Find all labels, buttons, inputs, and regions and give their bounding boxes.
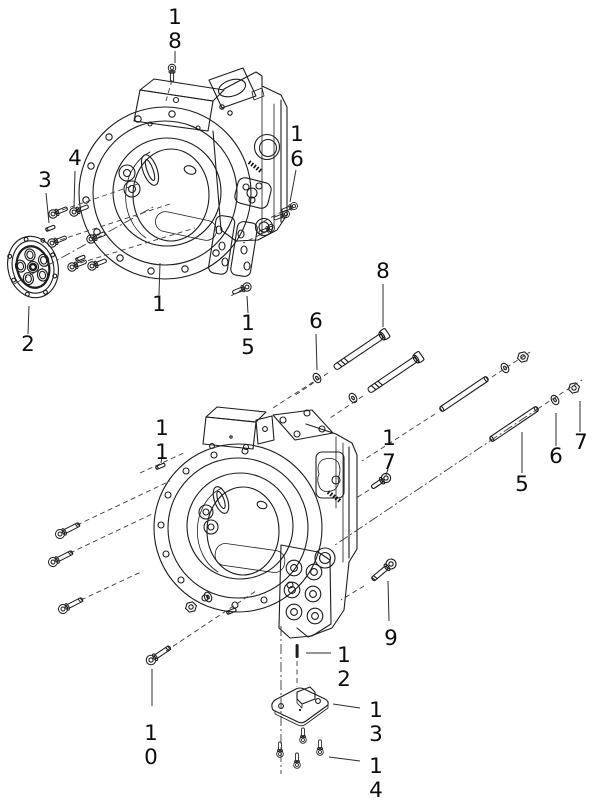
part-number-17-digit-1: 7 [382,450,396,475]
flange-bolt-holes [82,110,220,275]
callout-6-right: 6 [549,413,563,469]
part-number-7-digit-0: 7 [574,430,588,455]
pin-12 [295,644,299,658]
part-number-14-digit-0: 1 [369,754,383,779]
upper-housing-drawing [78,67,288,280]
callout-1: 1 [152,262,166,317]
leader-line-15 [246,295,249,314]
callout-2: 2 [21,305,35,357]
leader-line-2 [27,305,30,335]
callout-8: 8 [376,259,390,327]
inspection-cover-plate [271,686,329,727]
part-number-2-digit-0: 2 [21,332,35,357]
callout-15: 15 [241,295,255,360]
leader-line-14 [328,756,361,762]
flange-plate [7,235,59,299]
part-number-4-digit-0: 4 [68,146,82,171]
part-number-16-digit-0: 1 [290,122,304,147]
part-number-18-digit-0: 1 [168,5,182,30]
callout-14: 14 [328,754,383,803]
callout-3: 3 [38,168,52,224]
callout-5: 5 [515,432,529,497]
part-number-17-digit-0: 1 [382,426,396,451]
leader-line-16 [289,169,297,203]
part-number-10-digit-0: 1 [144,721,158,746]
part-number-10-digit-1: 0 [144,745,158,770]
part-number-15-digit-1: 5 [241,335,255,360]
leader-line-11 [160,456,163,464]
part-number-6-left-digit-0: 6 [309,309,323,334]
leader-line-4 [73,170,76,208]
part-number-11-digit-0: 1 [155,416,169,441]
part-number-13-digit-0: 1 [369,698,383,723]
leader-line-1 [158,262,161,296]
part-number-9-digit-0: 9 [384,626,398,651]
callout-11: 11 [155,416,169,465]
callout-4: 4 [68,146,82,208]
part-number-3-digit-0: 3 [38,168,52,193]
leader-line-17 [385,468,389,476]
part-number-12-digit-0: 1 [337,643,351,668]
leader-line-9 [387,580,390,622]
callout-13: 13 [332,698,383,747]
leader-line-6-left [315,333,318,371]
part-number-12-digit-1: 2 [337,667,351,692]
part-number-13-digit-1: 3 [369,722,383,747]
part-number-18-digit-1: 8 [168,29,182,54]
assembly-guide-lines [13,79,583,774]
leader-line-3 [45,192,50,224]
callout-17: 17 [382,426,396,476]
callout-6-left: 6 [309,309,323,371]
flange-rim-holes [7,236,58,297]
callout-7: 7 [574,401,588,455]
part-number-6-right-digit-0: 6 [549,444,563,469]
fasteners [44,63,582,769]
lower-housing-drawing [153,406,358,639]
part-number-11-digit-1: 1 [155,440,169,465]
part-number-16-digit-1: 6 [290,147,304,172]
part-number-5-digit-0: 5 [515,472,529,497]
callout-12: 12 [306,643,351,692]
leader-line-13 [332,703,361,709]
callout-10: 10 [144,669,158,770]
part-number-8-digit-0: 8 [376,259,390,284]
callout-9: 9 [384,580,398,651]
part-number-1-digit-0: 1 [152,292,166,317]
part-number-14-digit-1: 4 [369,778,383,803]
callout-18: 18 [168,5,182,63]
callout-16: 16 [289,122,304,203]
part-number-15-digit-0: 1 [241,311,255,336]
